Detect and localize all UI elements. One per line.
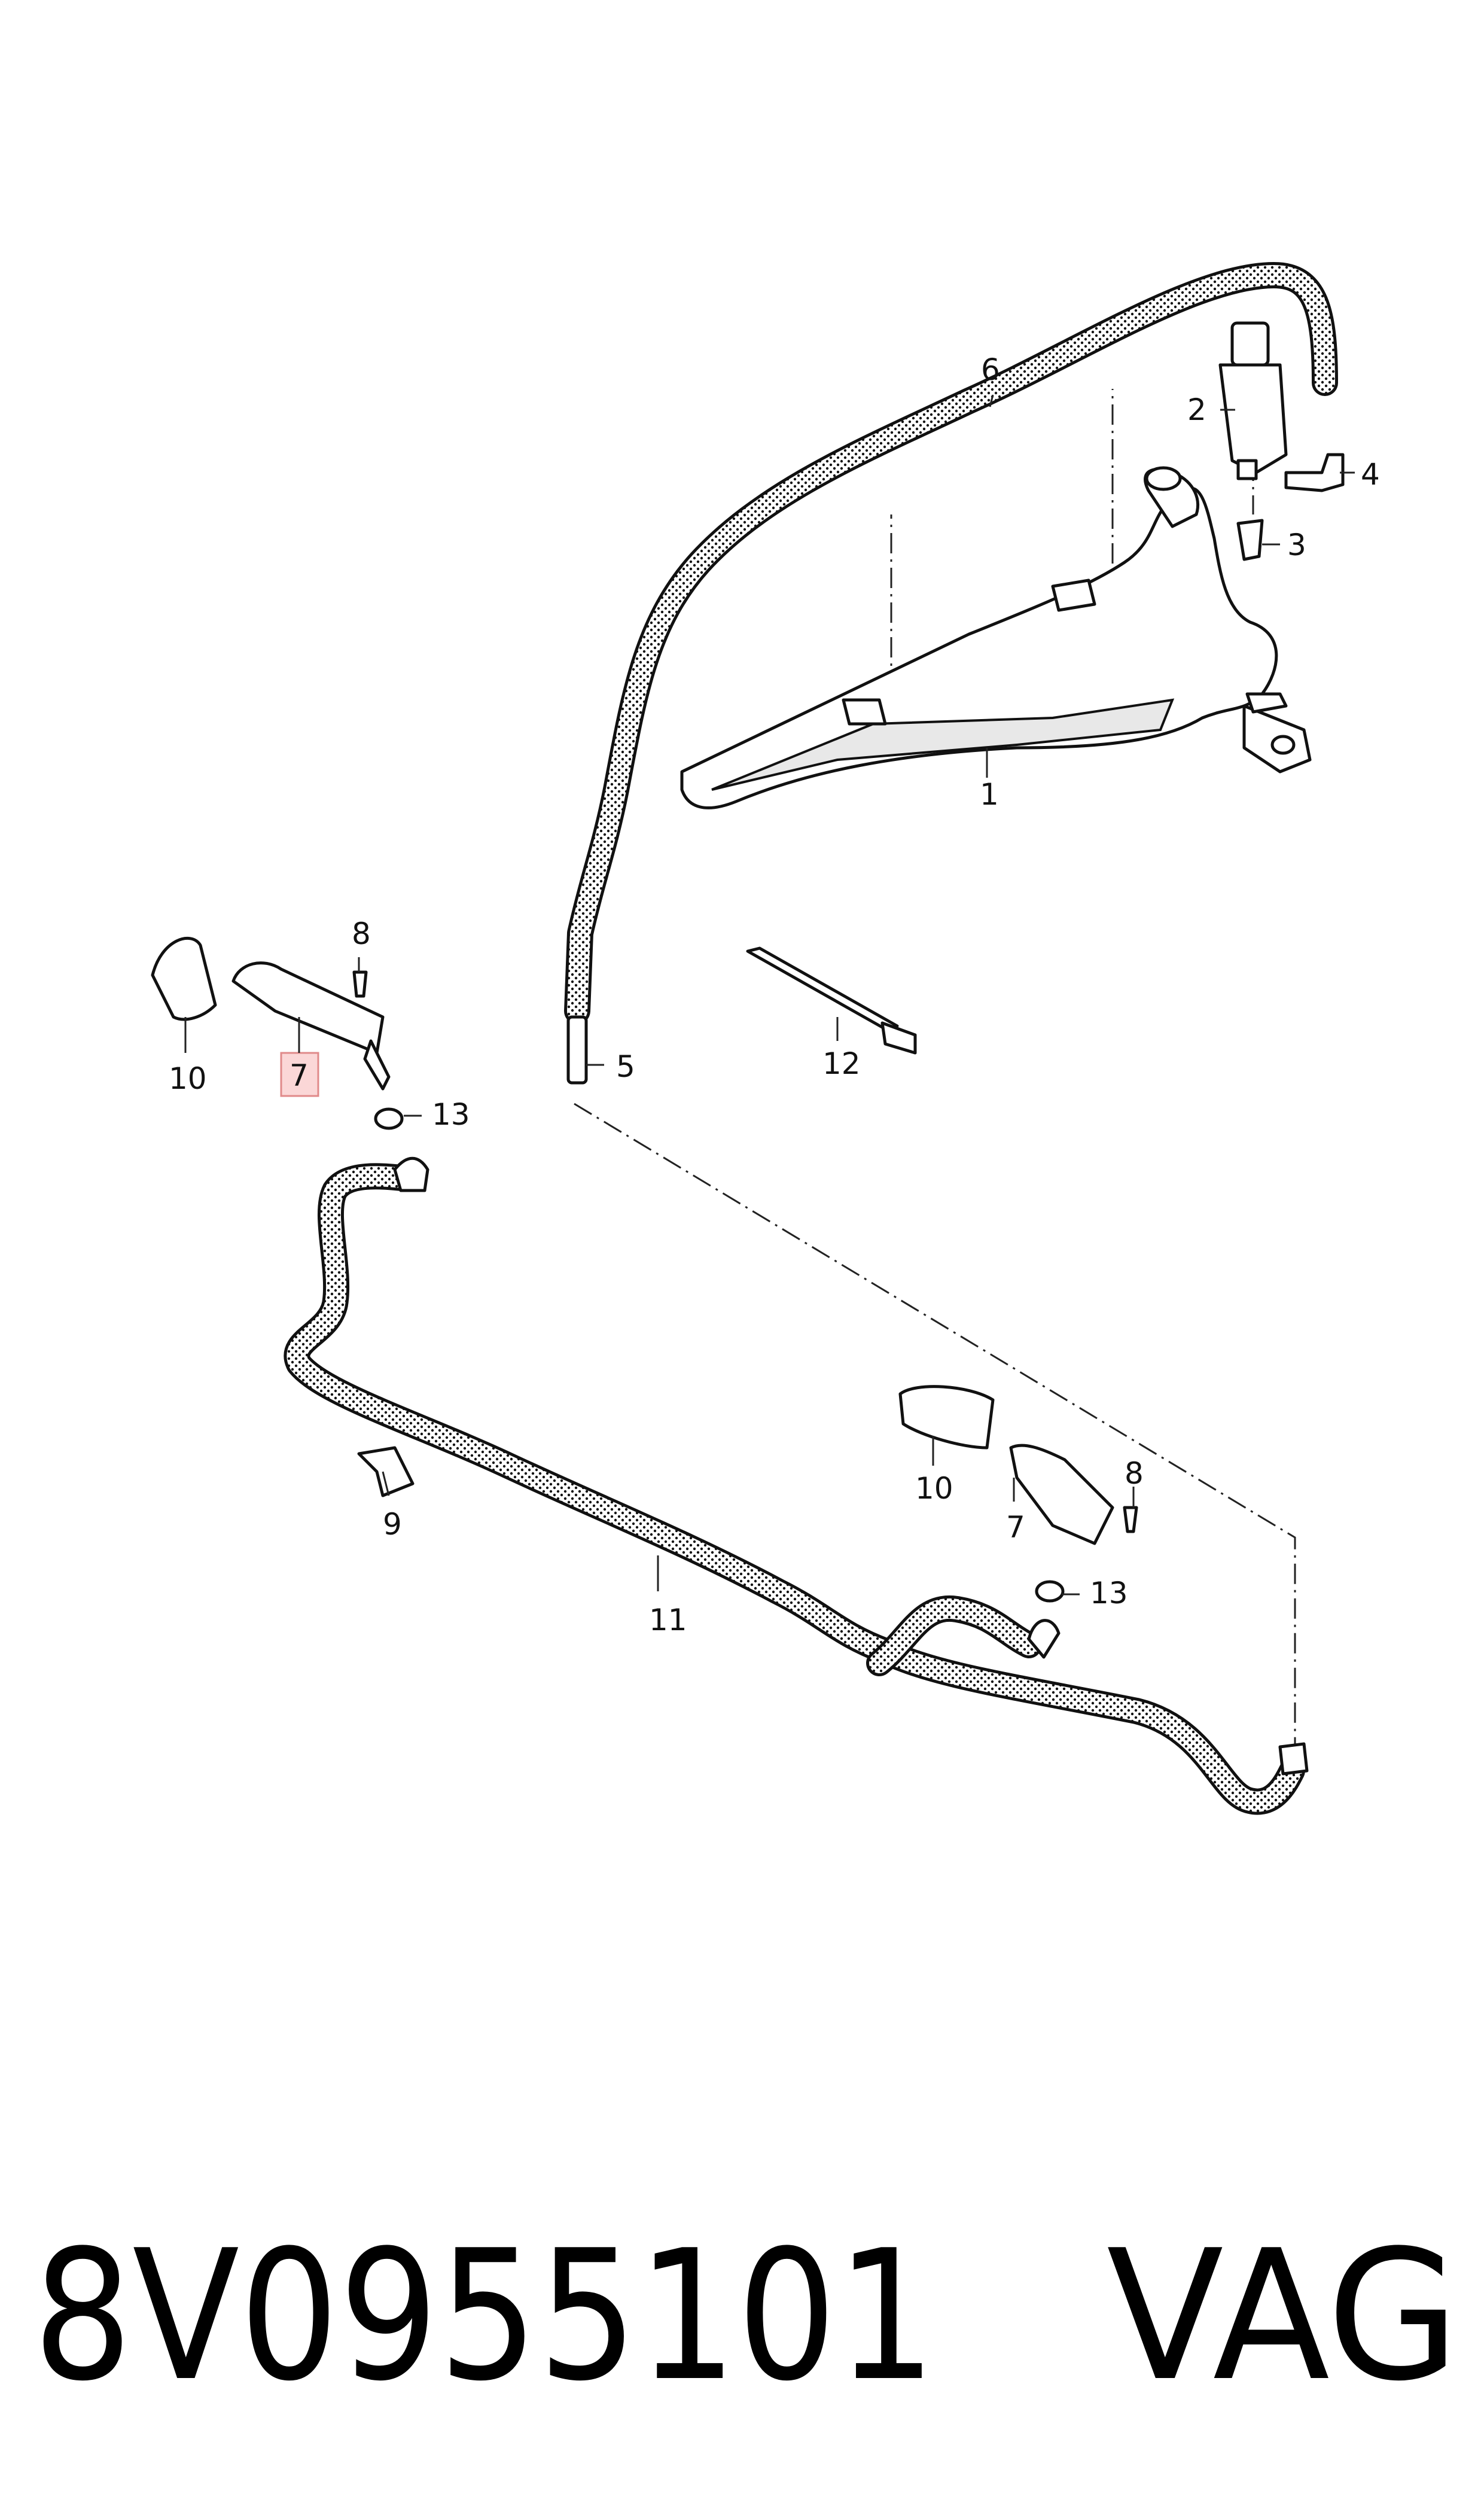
callout-6: 6: [981, 352, 1000, 387]
left-nozzle-cluster: [151, 937, 429, 1192]
washer-reservoir: [680, 466, 1312, 809]
callout-9: 9: [383, 1507, 402, 1542]
callout-1: 1: [980, 777, 999, 812]
footer: 8V0955101 VAG: [33, 2212, 1459, 2420]
leader-lines: [184, 394, 1355, 1596]
upper-hose-6: [564, 262, 1338, 1024]
callout-3: 3: [1287, 528, 1306, 562]
callout-12: 12: [822, 1046, 861, 1081]
callout-4: 4: [1361, 457, 1380, 492]
washer-pump: [1218, 321, 1288, 480]
right-nozzle-cluster: [898, 1385, 1309, 1776]
connector-elbow: [1284, 453, 1345, 492]
callout-labels: 1 2 3 4 5 6 7 7 8 8 9 10 10 11 12 13 13: [169, 352, 1380, 1637]
part-number: 8V0955101: [33, 2212, 936, 2420]
callout-11: 11: [649, 1603, 687, 1637]
connector-5: [566, 1015, 588, 1085]
callout-2: 2: [1187, 392, 1206, 427]
grommet: [1236, 519, 1264, 561]
callout-8-left: 8: [352, 917, 371, 951]
callout-10-left: 10: [169, 1061, 207, 1096]
callout-10-right: 10: [915, 1471, 953, 1506]
callout-7-right: 7: [1006, 1510, 1025, 1545]
cable-tie: [746, 946, 917, 1055]
callout-8-right: 8: [1125, 1456, 1144, 1491]
brand-name: VAG: [1107, 2212, 1459, 2420]
callout-13-right: 13: [1090, 1576, 1128, 1610]
callout-13-left: 13: [432, 1097, 470, 1132]
lower-hose-11: [284, 1163, 1305, 1815]
clip: [357, 1446, 415, 1497]
callout-5: 5: [616, 1049, 635, 1084]
callout-7-left: 7: [290, 1058, 309, 1093]
